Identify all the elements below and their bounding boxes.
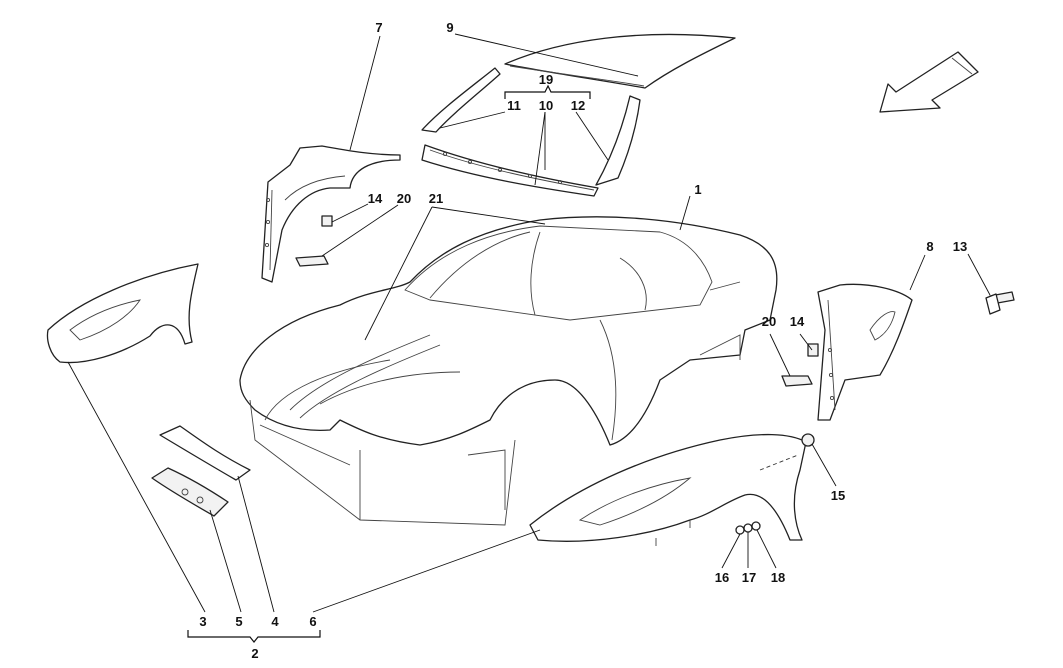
callout-17: 17: [742, 570, 756, 585]
left-inner-panel-part: [261, 145, 401, 283]
right-pad-part: [781, 375, 813, 387]
leader-lines: [67, 33, 991, 613]
callout-3: 3: [199, 614, 206, 629]
group-2-brace: [187, 630, 321, 643]
callout-5: 5: [235, 614, 242, 629]
bolt-part: [985, 291, 1015, 315]
front-crossmember-part: [151, 467, 229, 517]
callout-15: 15: [831, 488, 845, 503]
callout-6: 6: [309, 614, 316, 629]
washer-16-part: [735, 525, 745, 535]
right-clip-part: [807, 343, 819, 357]
callout-16: 16: [715, 570, 729, 585]
callout-20-left: 20: [397, 191, 411, 206]
rear-quarter-part: [817, 283, 913, 421]
callout-11: 11: [507, 98, 521, 113]
body-shell-part: [239, 216, 778, 526]
callout-21: 21: [429, 191, 443, 206]
nut-18-part: [751, 521, 761, 531]
callout-1: 1: [694, 182, 701, 197]
callout-9: 9: [446, 20, 453, 35]
left-clip-part: [321, 215, 333, 227]
group-19-brace: [504, 84, 591, 99]
front-fender-part: [46, 263, 199, 364]
callout-14-right: 14: [790, 314, 805, 329]
side-lower-panel-part: [529, 433, 807, 546]
right-a-pillar-part: [595, 95, 641, 186]
callout-4: 4: [271, 614, 279, 629]
front-reinforcement-part: [159, 425, 251, 481]
left-a-pillar-part: [421, 67, 501, 133]
callout-10: 10: [539, 98, 553, 113]
callout-19: 19: [539, 72, 553, 87]
callout-7: 7: [375, 20, 382, 35]
callout-12: 12: [571, 98, 585, 113]
washer-17-part: [743, 523, 753, 533]
callout-8: 8: [926, 239, 933, 254]
callout-13: 13: [953, 239, 967, 254]
windshield-cowl-part: [421, 144, 599, 197]
fastener-15-part: [801, 433, 815, 447]
callout-20-right: 20: [762, 314, 776, 329]
direction-arrow: [879, 51, 979, 113]
callout-14-left: 14: [368, 191, 383, 206]
callout-18: 18: [771, 570, 785, 585]
callout-2: 2: [251, 646, 258, 661]
left-pad-part: [295, 255, 329, 267]
roof-panel-part: [504, 33, 736, 89]
